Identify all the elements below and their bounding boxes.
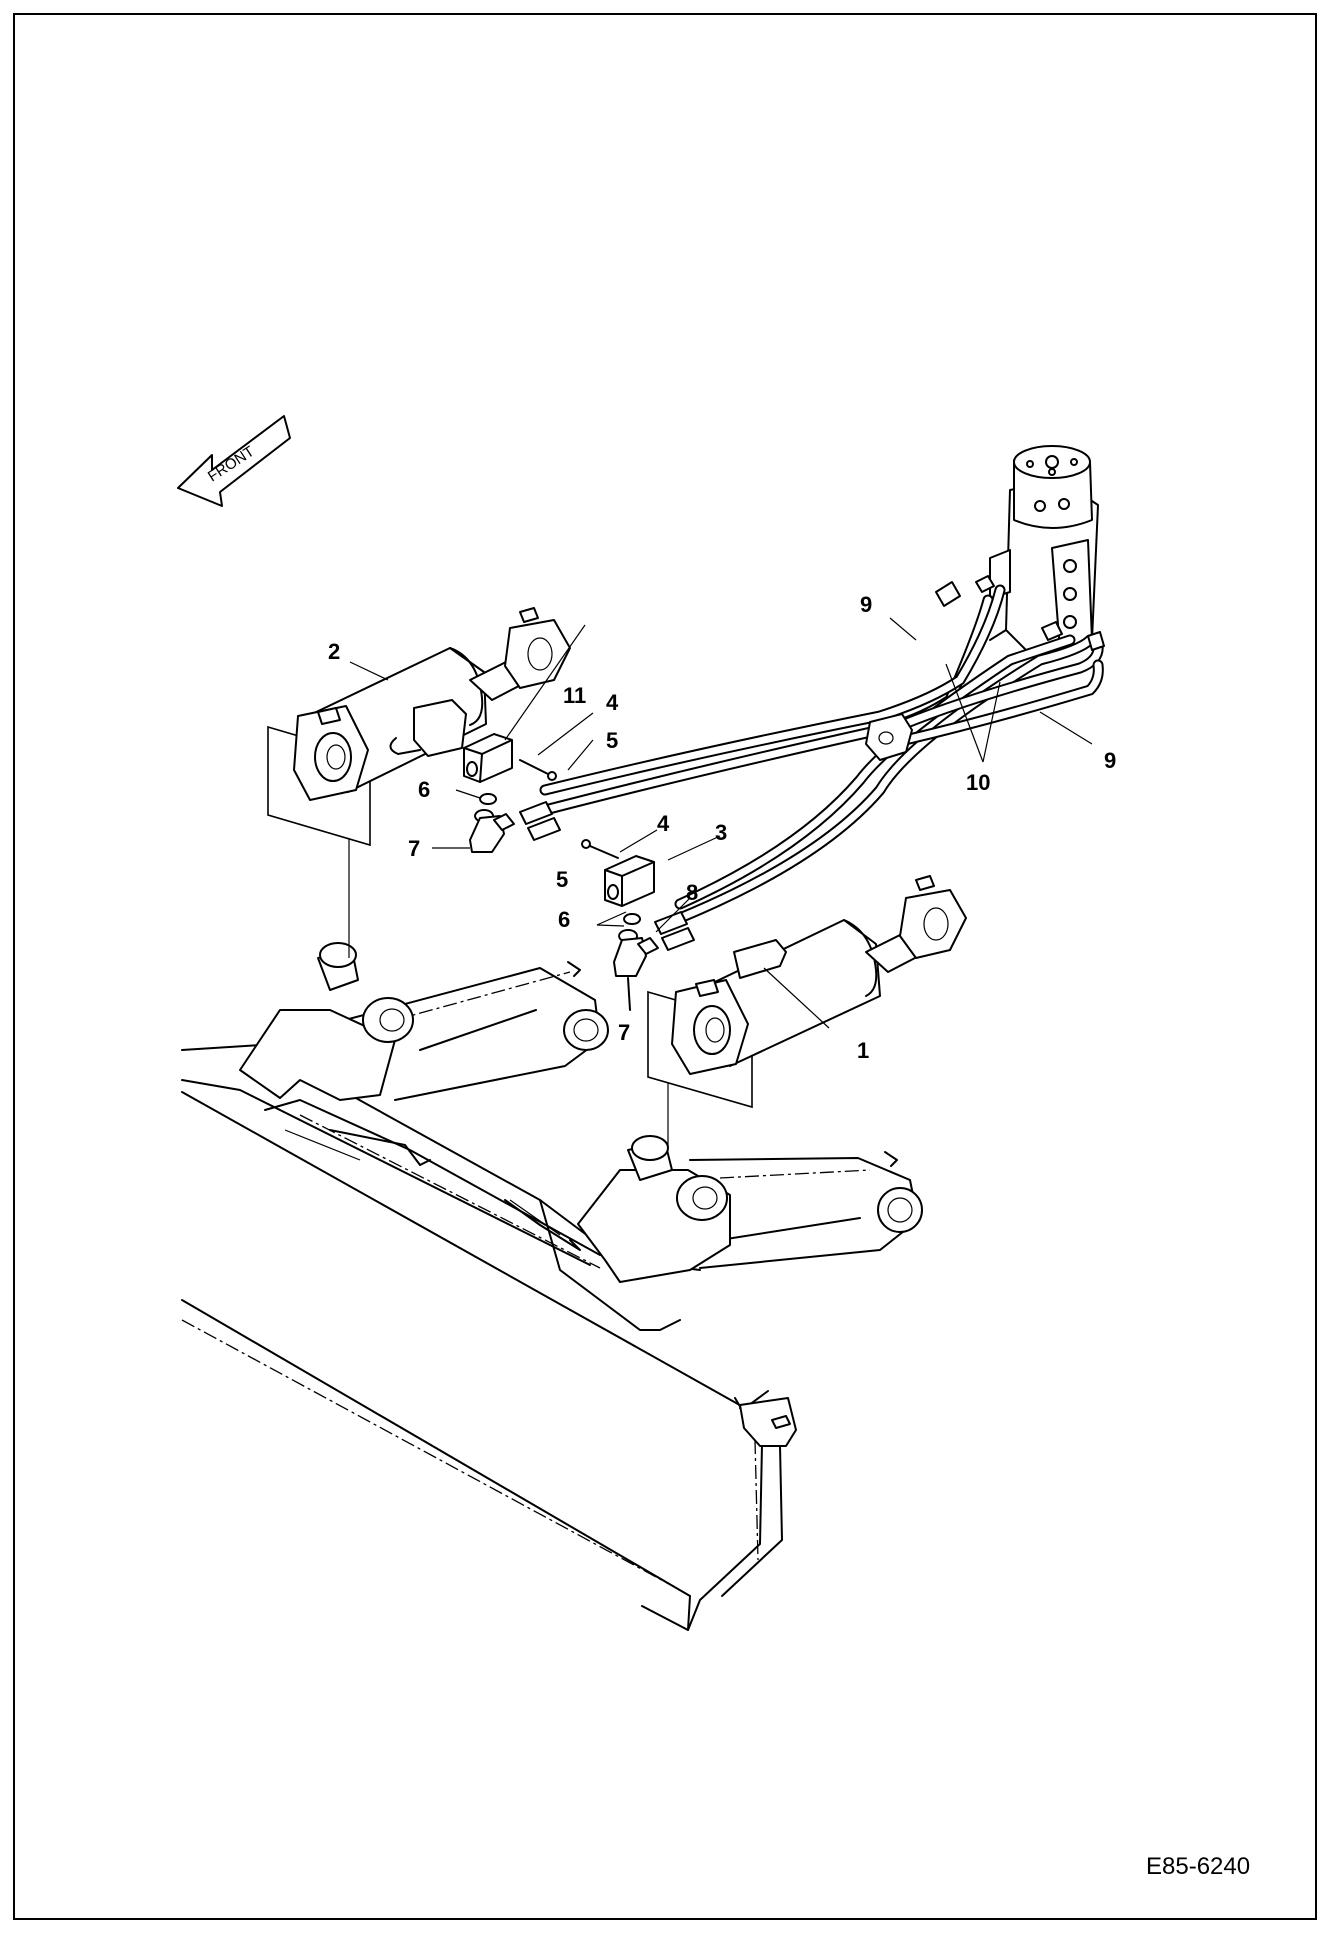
callout-6: 6	[558, 907, 570, 932]
holding-valve-3	[581, 839, 659, 1011]
callout-9: 9	[860, 592, 872, 617]
hydraulic-hoses	[519, 575, 1105, 951]
callout-1: 1	[857, 1038, 869, 1063]
cylinder-1-right	[647, 875, 967, 1109]
callout-8: 8	[686, 880, 698, 905]
swivel-joint	[989, 445, 1099, 661]
callout-4: 4	[657, 811, 670, 836]
callout-10: 10	[966, 770, 990, 795]
front-arrow-icon: FRONT	[177, 415, 291, 507]
cylinder-2-left	[267, 607, 571, 847]
drawing-number: E85-6240	[1146, 1853, 1250, 1880]
page-border	[13, 13, 1317, 1920]
callout-5: 5	[606, 728, 618, 753]
leader-lines	[349, 617, 1093, 1029]
callout-7: 7	[618, 1020, 630, 1045]
dozer-blade-assembly	[181, 942, 923, 1631]
callout-5: 5	[556, 867, 568, 892]
holding-valve-11	[463, 733, 557, 853]
callout-7: 7	[408, 836, 420, 861]
callout-6: 6	[418, 777, 430, 802]
callout-11: 11	[563, 683, 586, 708]
callout-9: 9	[1104, 748, 1116, 773]
callout-2: 2	[328, 639, 340, 664]
callout-3: 3	[715, 820, 727, 845]
callout-labels: 2 11 4 5 6 7 4 3 5 8 6 7 1 9 9 10	[328, 592, 1116, 1063]
callout-4: 4	[606, 690, 619, 715]
